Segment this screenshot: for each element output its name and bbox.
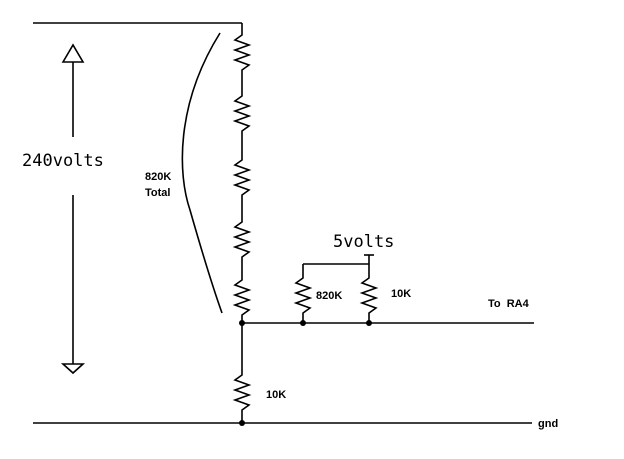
series-resistor-4 xyxy=(232,217,252,270)
voltage-arrow-up-icon xyxy=(61,43,85,137)
bottom-resistor xyxy=(232,370,252,423)
total-value-label: 820K xyxy=(145,171,171,183)
ground-label: gnd xyxy=(538,418,558,430)
series-resistor-5 xyxy=(232,270,252,323)
junction-dot-820k xyxy=(300,320,306,326)
series-resistor-2 xyxy=(232,92,252,155)
parallel-820k-label: 820K xyxy=(316,290,342,302)
series-resistor-3 xyxy=(232,155,252,217)
total-word-label: Total xyxy=(145,187,170,199)
junction-dot-ground xyxy=(239,420,245,426)
parallel-10k-resistor xyxy=(359,255,379,323)
bottom-resistor-label: 10K xyxy=(266,389,286,401)
ra4-label: To RA4 xyxy=(488,298,530,310)
series-resistor-1 xyxy=(232,29,252,92)
supply-voltage-label: 240volts xyxy=(22,151,104,171)
junction-dot-10k xyxy=(366,320,372,326)
voltage-arrow-down-icon xyxy=(60,195,86,375)
parallel-820k-resistor xyxy=(293,264,313,323)
output-voltage-label: 5volts xyxy=(333,232,394,252)
parallel-10k-label: 10K xyxy=(391,288,411,300)
junction-dot-main xyxy=(239,320,245,326)
total-brace-curve xyxy=(181,32,223,314)
